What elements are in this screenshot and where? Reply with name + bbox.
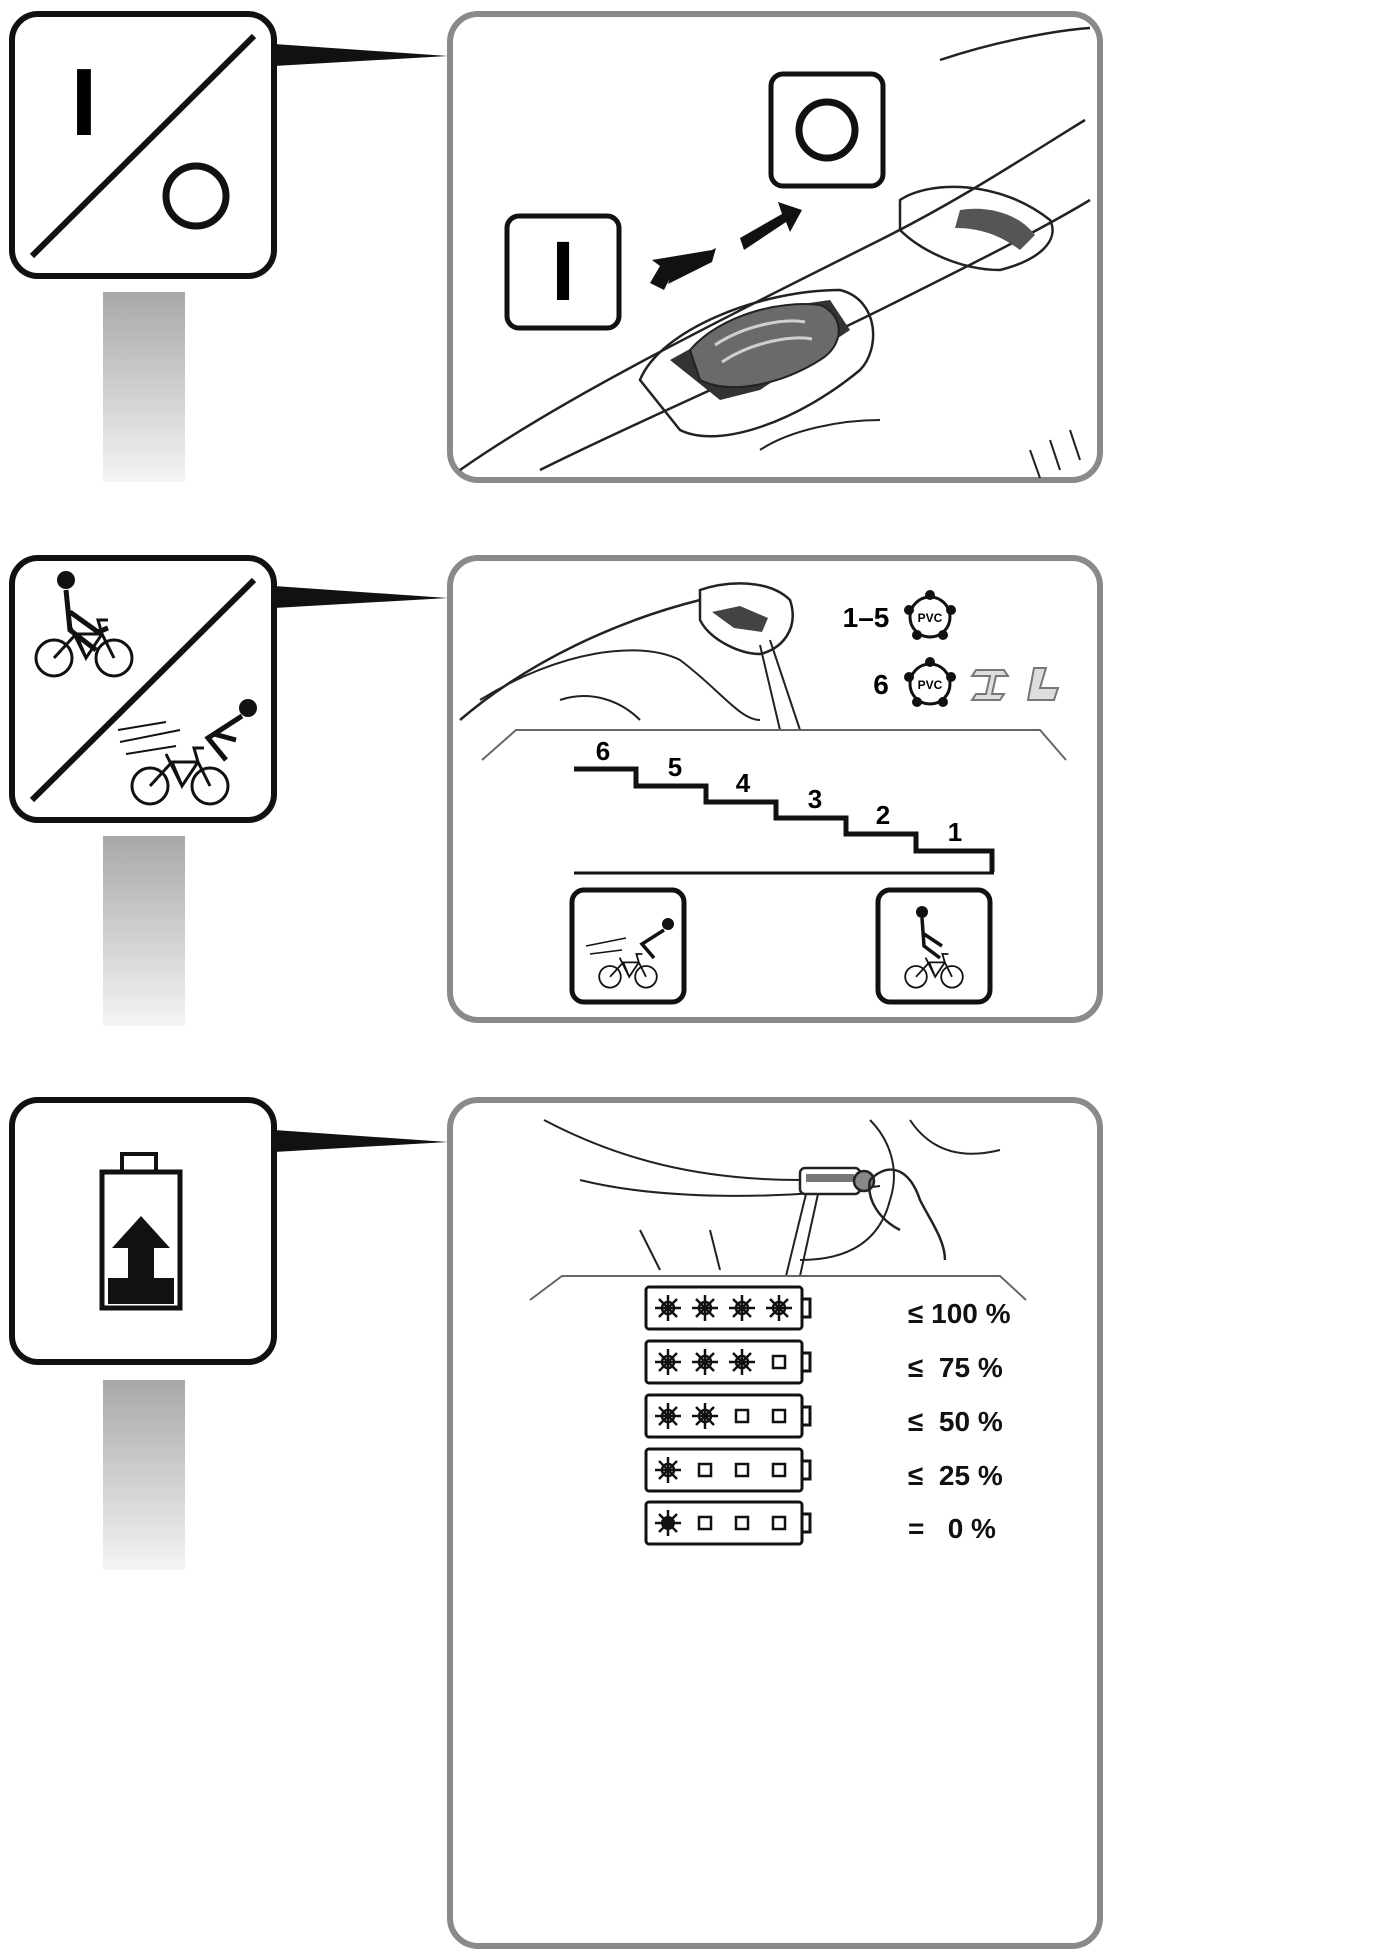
range-low-label: 1–5 — [843, 602, 890, 633]
callout-pointer — [274, 1130, 448, 1152]
slow-mode-icon — [875, 887, 993, 1005]
battery-level-row: ≤ 100 % — [644, 1285, 1011, 1331]
icon-stem — [103, 1380, 185, 1570]
battery-level-row: = 0 % — [644, 1500, 996, 1546]
step-label: 4 — [736, 768, 751, 798]
steel-angle-icon — [1026, 667, 1060, 701]
finger-icon — [869, 1168, 947, 1261]
pvc-badge-text: PVC — [918, 678, 943, 692]
speed-level-icon — [9, 555, 277, 823]
battery-level-row: ≤ 25 % — [644, 1447, 1003, 1493]
assist-detail-panel: 1–5 PVC 6 PVC — [447, 555, 1103, 1023]
off-circle-icon — [162, 162, 230, 230]
battery-level-row: ≤ 75 % — [644, 1339, 1003, 1385]
on-box-label: I — [551, 224, 574, 318]
pvc-material-icon: PVC — [904, 590, 956, 640]
left-arrow-icon — [650, 250, 712, 290]
fast-mode-icon — [569, 887, 687, 1005]
switch-section: I I — [9, 11, 1103, 483]
battery-level-label: ≤ 50 % — [908, 1406, 1003, 1437]
assist-section: 1–5 PVC 6 PVC — [9, 555, 1103, 1026]
switch-detail-panel: I — [447, 11, 1103, 483]
pvc-badge-text: PVC — [918, 611, 943, 625]
battery-level-label: = 0 % — [908, 1513, 996, 1544]
step-label: 1 — [948, 817, 962, 847]
callout-pointer — [274, 44, 448, 66]
step-label: 3 — [808, 784, 822, 814]
step-label: 5 — [668, 752, 682, 782]
battery-level-label: ≤ 100 % — [908, 1298, 1011, 1329]
icon-stem — [103, 836, 185, 1026]
battery-level-label: ≤ 25 % — [908, 1460, 1003, 1491]
on-symbol-label: I — [71, 49, 98, 156]
pvc-material-icon: PVC — [904, 657, 956, 707]
battery-level-label: ≤ 75 % — [908, 1352, 1003, 1383]
range-high-label: 6 — [873, 669, 889, 700]
icon-stem — [103, 292, 185, 482]
power-switch-icon: I — [9, 11, 277, 279]
battery-charge-icon — [9, 1097, 277, 1365]
steel-beam-icon — [970, 669, 1010, 701]
right-arrow-icon — [740, 202, 802, 250]
callout-pointer — [274, 586, 448, 608]
step-label: 6 — [596, 736, 610, 766]
off-symbol-box — [768, 71, 886, 189]
on-symbol-box: I — [504, 213, 622, 331]
speed-staircase — [574, 766, 995, 872]
step-label: 2 — [876, 800, 890, 830]
battery-detail-panel: ≤ 100 % ≤ 75 % ≤ 50 % ≤ 25 % — [447, 1097, 1103, 1949]
battery-section: ≤ 100 % ≤ 75 % ≤ 50 % ≤ 25 % — [9, 1097, 1103, 1949]
battery-level-row: ≤ 50 % — [644, 1393, 1003, 1439]
